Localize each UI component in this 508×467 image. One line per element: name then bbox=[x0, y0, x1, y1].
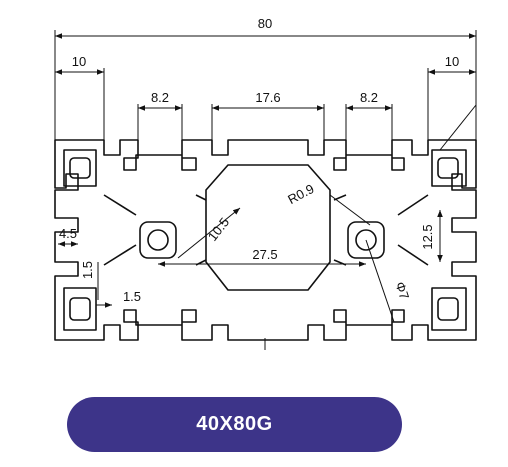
corner-hollow bbox=[63, 149, 97, 187]
dim-center-slot: 17.6 bbox=[255, 90, 280, 105]
corner-hollow bbox=[63, 287, 97, 331]
center-chamber bbox=[205, 164, 331, 291]
profile-outline bbox=[54, 139, 477, 341]
profile-drawing: 80 10 10 8.2 17.6 8.2 R0.9 10.5 27.5 12.… bbox=[54, 16, 477, 350]
dim-left-slot: 8.2 bbox=[151, 90, 169, 105]
product-label: 40X80G bbox=[196, 413, 273, 435]
dim-diagonal: 10.5 bbox=[205, 215, 232, 244]
dim-side-vertical: 1.5 bbox=[80, 261, 95, 279]
dim-bore: Φ7 bbox=[392, 280, 412, 301]
dim-total-width: 80 bbox=[258, 16, 272, 31]
dim-radius: R0.9 bbox=[285, 181, 316, 207]
dim-core-spacing: 27.5 bbox=[252, 247, 277, 262]
dim-left-edge: 10 bbox=[72, 54, 86, 69]
dim-right-edge: 10 bbox=[445, 54, 459, 69]
core-bore bbox=[139, 221, 177, 259]
dim-side-left: 4.5 bbox=[59, 226, 77, 241]
dim-right-slot: 8.2 bbox=[360, 90, 378, 105]
product-label-badge: 40X80G bbox=[67, 397, 402, 452]
dim-wall: 1.5 bbox=[123, 289, 141, 304]
corner-hollow bbox=[431, 149, 467, 187]
dimension-lines bbox=[54, 30, 477, 350]
dim-right-height: 12.5 bbox=[420, 224, 435, 249]
corner-hollow bbox=[431, 287, 467, 331]
